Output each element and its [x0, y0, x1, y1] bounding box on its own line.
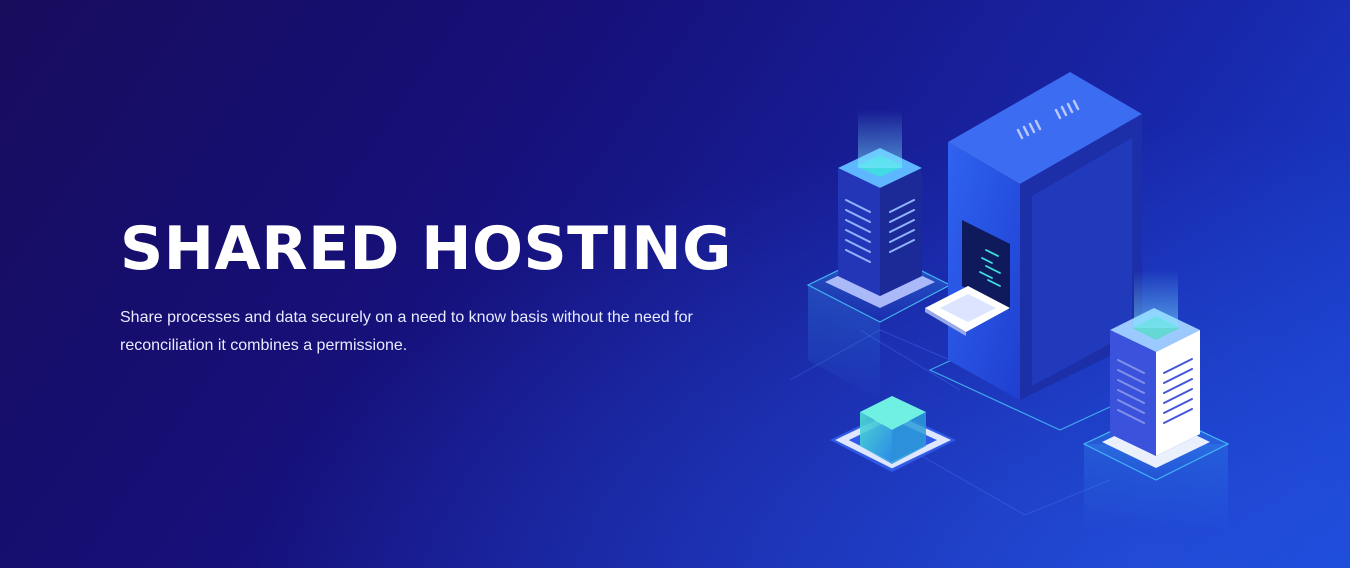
hero-title: SHARED HOSTING	[120, 214, 732, 284]
server-rack-icon	[806, 110, 952, 400]
hosting-illustration	[789, 72, 1230, 530]
data-cube-icon	[830, 396, 956, 472]
hero-description: Share processes and data securely on a n…	[120, 309, 693, 354]
main-server-tower-icon	[948, 72, 1142, 400]
server-rack-icon	[1082, 270, 1230, 530]
hero-text-block: SHARED HOSTING Share processes and data …	[120, 214, 740, 360]
laptop-icon	[925, 286, 1010, 336]
